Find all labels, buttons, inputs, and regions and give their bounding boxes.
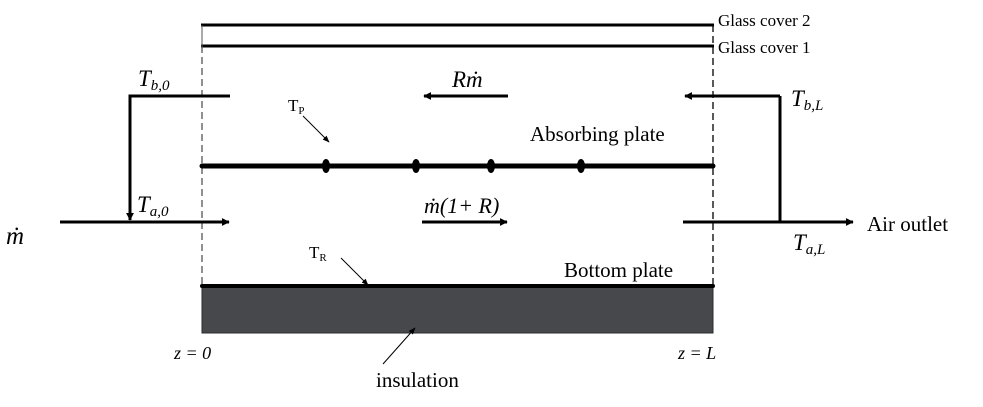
absorbing-plate-label: Absorbing plate <box>530 122 665 146</box>
insulation-label: insulation <box>376 368 459 392</box>
air-outlet-label: Air outlet <box>867 212 948 236</box>
plate-node <box>322 159 330 173</box>
plate-node <box>487 159 495 173</box>
t-bL-label: Tb,L <box>791 86 823 114</box>
t-a0-label: Ta,0 <box>137 192 169 220</box>
z-start-label: z = 0 <box>173 343 211 363</box>
plate-node <box>412 159 420 173</box>
inlet-mass-flow-label: ṁ <box>6 223 24 250</box>
t-b0-label: Tb,0 <box>138 66 170 94</box>
insulation-leader-arrow <box>382 327 416 365</box>
recycle-mass-flow-label: Rṁ <box>451 67 483 92</box>
z-end-label: z = L <box>677 343 716 363</box>
insulation-block <box>201 286 714 334</box>
recycle-return-path <box>126 94 230 221</box>
t-r-label: TR <box>309 243 327 264</box>
t-aL-label: Ta,L <box>793 230 825 258</box>
bottom-plate-label: Bottom plate <box>564 258 673 282</box>
tp-leader-arrow <box>302 115 330 143</box>
t-p-label: TP <box>288 96 305 117</box>
glass-cover-2-label: Glass cover 2 <box>718 11 811 30</box>
plate-node <box>577 159 585 173</box>
tr-leader-arrow <box>340 257 369 286</box>
combined-mass-flow-label: ṁ(1+ R) <box>424 193 499 218</box>
glass-cover-1-label: Glass cover 1 <box>718 38 811 57</box>
